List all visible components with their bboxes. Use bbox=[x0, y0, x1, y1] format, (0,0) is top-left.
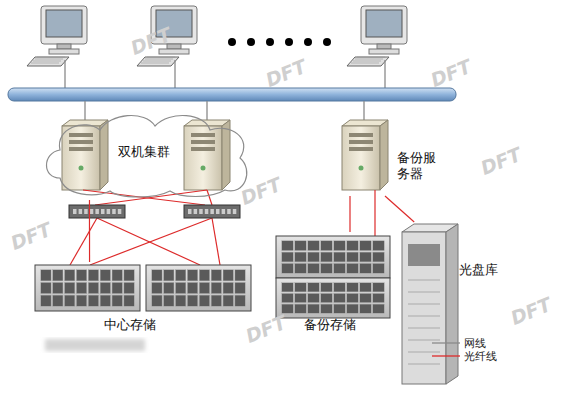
legend bbox=[432, 343, 460, 356]
legend-label: 光纤线 bbox=[464, 349, 497, 364]
ellipsis-dot bbox=[304, 38, 312, 46]
backup-storage: 备份存储 bbox=[270, 232, 395, 336]
node-label: 双机集群 bbox=[118, 144, 170, 160]
watermark: DFT bbox=[242, 311, 289, 347]
network-cable bbox=[363, 101, 364, 120]
ellipsis-dot bbox=[285, 38, 293, 46]
fibre-cable bbox=[207, 190, 212, 205]
ellipsis-dot bbox=[228, 38, 236, 46]
node-label: 中心存储 bbox=[104, 317, 156, 333]
server-icon bbox=[342, 120, 388, 190]
network-cable bbox=[206, 101, 207, 120]
storage-array bbox=[276, 236, 390, 278]
watermark: DFT bbox=[262, 55, 309, 91]
fibre-switch bbox=[184, 205, 240, 218]
legend-sample bbox=[432, 342, 460, 343]
blurred-note bbox=[45, 339, 145, 351]
storage-array bbox=[35, 265, 140, 311]
server-icon bbox=[62, 120, 108, 190]
ellipsis-dot bbox=[323, 38, 331, 46]
fibre-cable bbox=[90, 218, 212, 265]
pc-icon bbox=[27, 6, 87, 89]
node-label: 备份存储 bbox=[304, 317, 356, 333]
pc-icon bbox=[347, 6, 407, 89]
fibre-switch bbox=[69, 205, 125, 218]
network-bus bbox=[8, 88, 456, 101]
watermark: DFT bbox=[237, 173, 284, 209]
fibre-cable bbox=[97, 218, 200, 265]
fibre-connector bbox=[349, 196, 350, 232]
node-label: 光盘库 bbox=[459, 262, 498, 278]
ellipsis-dot bbox=[247, 38, 255, 46]
central-storage: 中心存储 bbox=[28, 262, 256, 338]
legend-label: 网线 bbox=[464, 336, 486, 351]
optical-library bbox=[402, 224, 458, 384]
fibre-connector bbox=[385, 196, 414, 222]
cluster-cloud: 双机集群 bbox=[40, 108, 255, 200]
fibre-cable bbox=[212, 218, 220, 265]
watermark: DFT bbox=[127, 23, 174, 59]
fibre-connector bbox=[89, 200, 90, 262]
watermark: DFT bbox=[427, 55, 474, 91]
watermark: DFT bbox=[7, 218, 54, 254]
network-cable bbox=[84, 101, 85, 120]
server-icon bbox=[184, 120, 230, 190]
fibre-cable bbox=[374, 190, 375, 236]
storage-array bbox=[276, 278, 390, 318]
watermark: DFT bbox=[477, 143, 524, 179]
ellipsis-dot bbox=[266, 38, 274, 46]
backup-server: 备份服务器 bbox=[340, 116, 440, 196]
fibre-cable bbox=[70, 218, 97, 265]
storage-array bbox=[146, 265, 251, 311]
node-label: 备份服务器 bbox=[397, 150, 436, 183]
legend-sample bbox=[432, 355, 460, 356]
watermark: DFT bbox=[507, 293, 554, 329]
